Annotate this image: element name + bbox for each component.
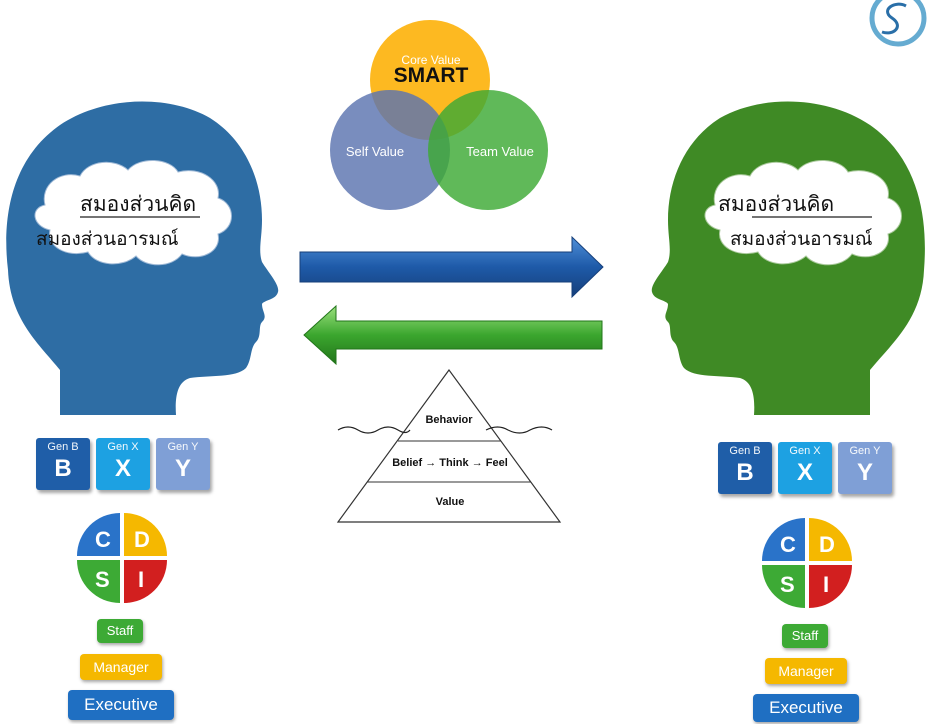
gen-card-caption: Gen Y: [849, 445, 881, 457]
venn-team-label: Team Value: [466, 144, 534, 159]
right-emotional-brain-label: สมองส่วนอารมณ์: [730, 228, 873, 250]
venn-core-title: SMART: [393, 64, 469, 87]
gen-card-caption: Gen X: [107, 441, 139, 453]
disc-c-quadrant: [77, 513, 120, 556]
disc-i-quadrant: [124, 560, 167, 603]
venn-core-caption: Core Value: [401, 53, 461, 67]
gen-card-letter: B: [54, 455, 72, 482]
gen-card-letter: X: [796, 459, 813, 486]
right-gen-x-card: Gen X X: [778, 442, 832, 494]
disc-s-quadrant: [762, 565, 805, 608]
disc-d-quadrant: [124, 513, 167, 556]
gen-card-caption: Gen B: [729, 445, 761, 457]
disc-letter: C: [95, 527, 111, 552]
pyramid-value: Value: [435, 496, 465, 508]
pyramid-behavior: Behavior: [425, 414, 473, 426]
left-thinking-brain-label: สมองส่วนคิด: [80, 192, 197, 216]
disc-letter: D: [134, 527, 150, 552]
gen-card-caption: Gen X: [789, 445, 821, 457]
left-disc-circle: C D S I: [77, 513, 167, 603]
gen-card-letter: Y: [856, 459, 873, 486]
left-emotional-brain-label: สมองส่วนอารมณ์: [36, 228, 179, 250]
disc-letter: S: [780, 572, 795, 597]
venn-self-circle: [330, 90, 450, 210]
left-gen-b-card: Gen B B: [36, 438, 90, 490]
iceberg-pyramid: [336, 368, 562, 523]
green-arrow-left: [303, 304, 603, 366]
blue-arrow-right: [299, 235, 604, 299]
right-gen-b-card: Gen B B: [718, 442, 772, 494]
venn-diagram: [330, 20, 548, 210]
disc-letter: C: [780, 532, 796, 557]
disc-i-quadrant: [809, 565, 852, 608]
gen-card-letter: Y: [174, 455, 191, 482]
water-line-right: [485, 426, 553, 434]
left-gen-x-card: Gen X X: [96, 438, 150, 490]
right-executive-label: Executive: [753, 694, 859, 722]
left-gen-y-card: Gen Y Y: [156, 438, 210, 490]
disc-letter: S: [95, 567, 110, 592]
water-line-left: [337, 426, 411, 434]
left-staff-label: Staff: [97, 619, 143, 643]
disc-letter: I: [823, 572, 829, 597]
right-disc-circle: C D S I: [762, 518, 852, 608]
disc-c-quadrant: [762, 518, 805, 561]
gen-card-letter: X: [114, 455, 131, 482]
logo-icon: [869, 0, 927, 47]
left-brain-cloud: [34, 159, 232, 266]
right-staff-label: Staff: [782, 624, 828, 648]
pyramid-belief: Belief → Think → Feel: [392, 457, 508, 469]
disc-letter: I: [138, 567, 144, 592]
gen-card-caption: Gen Y: [167, 441, 199, 453]
gen-card-caption: Gen B: [47, 441, 79, 453]
right-brain-cloud: [704, 159, 902, 266]
left-executive-label: Executive: [68, 690, 174, 720]
disc-letter: D: [819, 532, 835, 557]
left-manager-label: Manager: [80, 654, 162, 680]
disc-d-quadrant: [809, 518, 852, 561]
disc-s-quadrant: [77, 560, 120, 603]
right-gen-y-card: Gen Y Y: [838, 442, 892, 494]
right-manager-label: Manager: [765, 658, 847, 684]
right-thinking-brain-label: สมองส่วนคิด: [718, 192, 835, 216]
gen-card-letter: B: [736, 459, 754, 486]
venn-team-circle: [428, 90, 548, 210]
venn-self-label: Self Value: [345, 144, 405, 159]
